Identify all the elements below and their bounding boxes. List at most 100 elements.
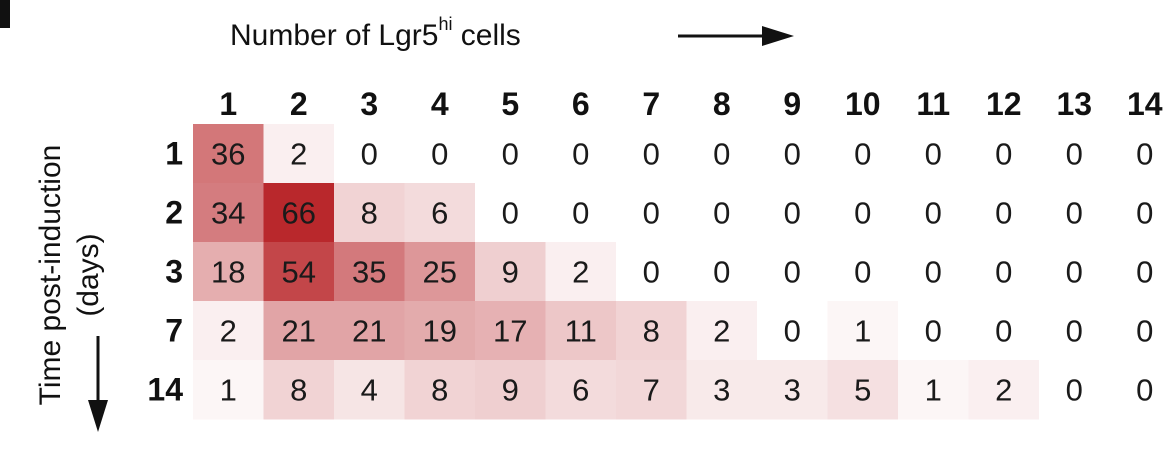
heatmap-cell	[475, 124, 546, 184]
cell-value-label: 0	[431, 137, 448, 172]
panel-label-fragment	[0, 0, 10, 28]
heatmap-cell	[334, 360, 405, 420]
cell-value-label: 0	[925, 196, 942, 231]
cell-value-label: 8	[290, 373, 307, 408]
cell-value-label: 0	[854, 255, 871, 290]
cell-value-label: 54	[282, 255, 316, 290]
column-header: 12	[986, 86, 1022, 122]
heatmap-cell	[898, 124, 969, 184]
cell-value-label: 8	[643, 314, 660, 349]
heatmap-cell	[1109, 183, 1174, 243]
cell-value-label: 0	[995, 137, 1012, 172]
cell-value-label: 2	[572, 255, 589, 290]
cell-value-label: 0	[643, 137, 660, 172]
heatmap-cell	[475, 301, 546, 361]
row-header: 2	[165, 195, 183, 231]
cell-value-label: 0	[995, 314, 1012, 349]
heatmap-cell	[545, 360, 617, 420]
cell-value-label: 0	[572, 137, 589, 172]
cell-value-label: 0	[854, 196, 871, 231]
heatmap-cell	[757, 183, 828, 243]
heatmap-cell	[475, 360, 546, 420]
heatmap-cell	[616, 301, 687, 361]
heatmap-cell	[334, 183, 405, 243]
cell-value-label: 0	[643, 255, 660, 290]
heatmap-cell	[193, 183, 264, 243]
heatmap-cell	[334, 242, 405, 302]
heatmap-cell	[263, 301, 335, 361]
column-header: 6	[572, 86, 590, 122]
cell-value-label: 0	[784, 196, 801, 231]
heatmap-cell	[404, 183, 476, 243]
cell-value-label: 19	[423, 314, 457, 349]
heatmap-cell	[1109, 360, 1174, 420]
cell-value-label: 34	[211, 196, 245, 231]
heatmap-cell	[404, 242, 476, 302]
heatmap-cell	[898, 360, 969, 420]
heatmap-cell	[404, 124, 476, 184]
heatmap-cell	[263, 242, 335, 302]
column-header: 13	[1056, 86, 1092, 122]
heatmap-cell	[686, 183, 758, 243]
heatmap-cell	[334, 301, 405, 361]
heatmap-cell	[616, 183, 687, 243]
x-axis-title-text: Number of Lgr5	[230, 19, 439, 52]
heatmap-cell	[404, 301, 476, 361]
cell-value-label: 21	[352, 314, 386, 349]
heatmap-cell	[1109, 301, 1174, 361]
column-header: 3	[360, 86, 378, 122]
cell-value-label: 11	[565, 314, 597, 349]
cell-value-label: 6	[572, 373, 589, 408]
column-header: 4	[431, 86, 449, 122]
cell-value-label: 0	[713, 196, 730, 231]
heatmap-cell	[686, 242, 758, 302]
heatmap-cell	[616, 360, 687, 420]
cell-value-label: 0	[1066, 314, 1083, 349]
cell-value-label: 8	[431, 373, 448, 408]
heatmap-cell	[757, 301, 828, 361]
heatmap-cell	[968, 183, 1040, 243]
cell-value-label: 0	[1066, 373, 1083, 408]
cell-value-label: 2	[290, 137, 307, 172]
cell-value-label: 0	[784, 255, 801, 290]
cell-value-label: 0	[1136, 137, 1153, 172]
heatmap-cell	[827, 301, 899, 361]
heatmap-cell	[898, 301, 969, 361]
column-header: 14	[1127, 86, 1163, 122]
cell-value-label: 0	[502, 196, 519, 231]
cell-value-label: 9	[502, 373, 519, 408]
cell-value-label: 0	[361, 137, 378, 172]
cell-value-label: 0	[643, 196, 660, 231]
cell-value-label: 36	[211, 137, 245, 172]
cell-value-label: 3	[713, 373, 730, 408]
heatmap-cell	[545, 124, 617, 184]
cell-value-label: 0	[502, 137, 519, 172]
cell-value-label: 5	[854, 373, 871, 408]
cell-value-label: 1	[854, 314, 871, 349]
cell-value-label: 6	[431, 196, 448, 231]
heatmap-cell	[898, 242, 969, 302]
cell-value-label: 2	[220, 314, 237, 349]
cell-value-label: 0	[995, 196, 1012, 231]
heatmap-cell	[475, 242, 546, 302]
heatmap-cell	[827, 124, 899, 184]
heatmap-cell	[968, 360, 1040, 420]
cell-value-label: 8	[361, 196, 378, 231]
heatmap-cell	[193, 242, 264, 302]
column-header: 5	[501, 86, 519, 122]
cell-value-label: 9	[502, 255, 519, 290]
heatmap-cell	[545, 301, 617, 361]
heatmap-cell	[827, 183, 899, 243]
heatmap-cell	[193, 301, 264, 361]
heatmap-cell	[686, 124, 758, 184]
heatmap-cell	[757, 360, 828, 420]
heatmap-cell	[686, 301, 758, 361]
cell-value-label: 2	[995, 373, 1012, 408]
cell-value-label: 0	[925, 137, 942, 172]
cell-value-label: 0	[1136, 314, 1153, 349]
x-axis-title-superscript: hi	[438, 14, 453, 34]
heatmap-cell	[404, 360, 476, 420]
cell-value-label: 21	[282, 314, 316, 349]
heatmap-cell	[334, 124, 405, 184]
